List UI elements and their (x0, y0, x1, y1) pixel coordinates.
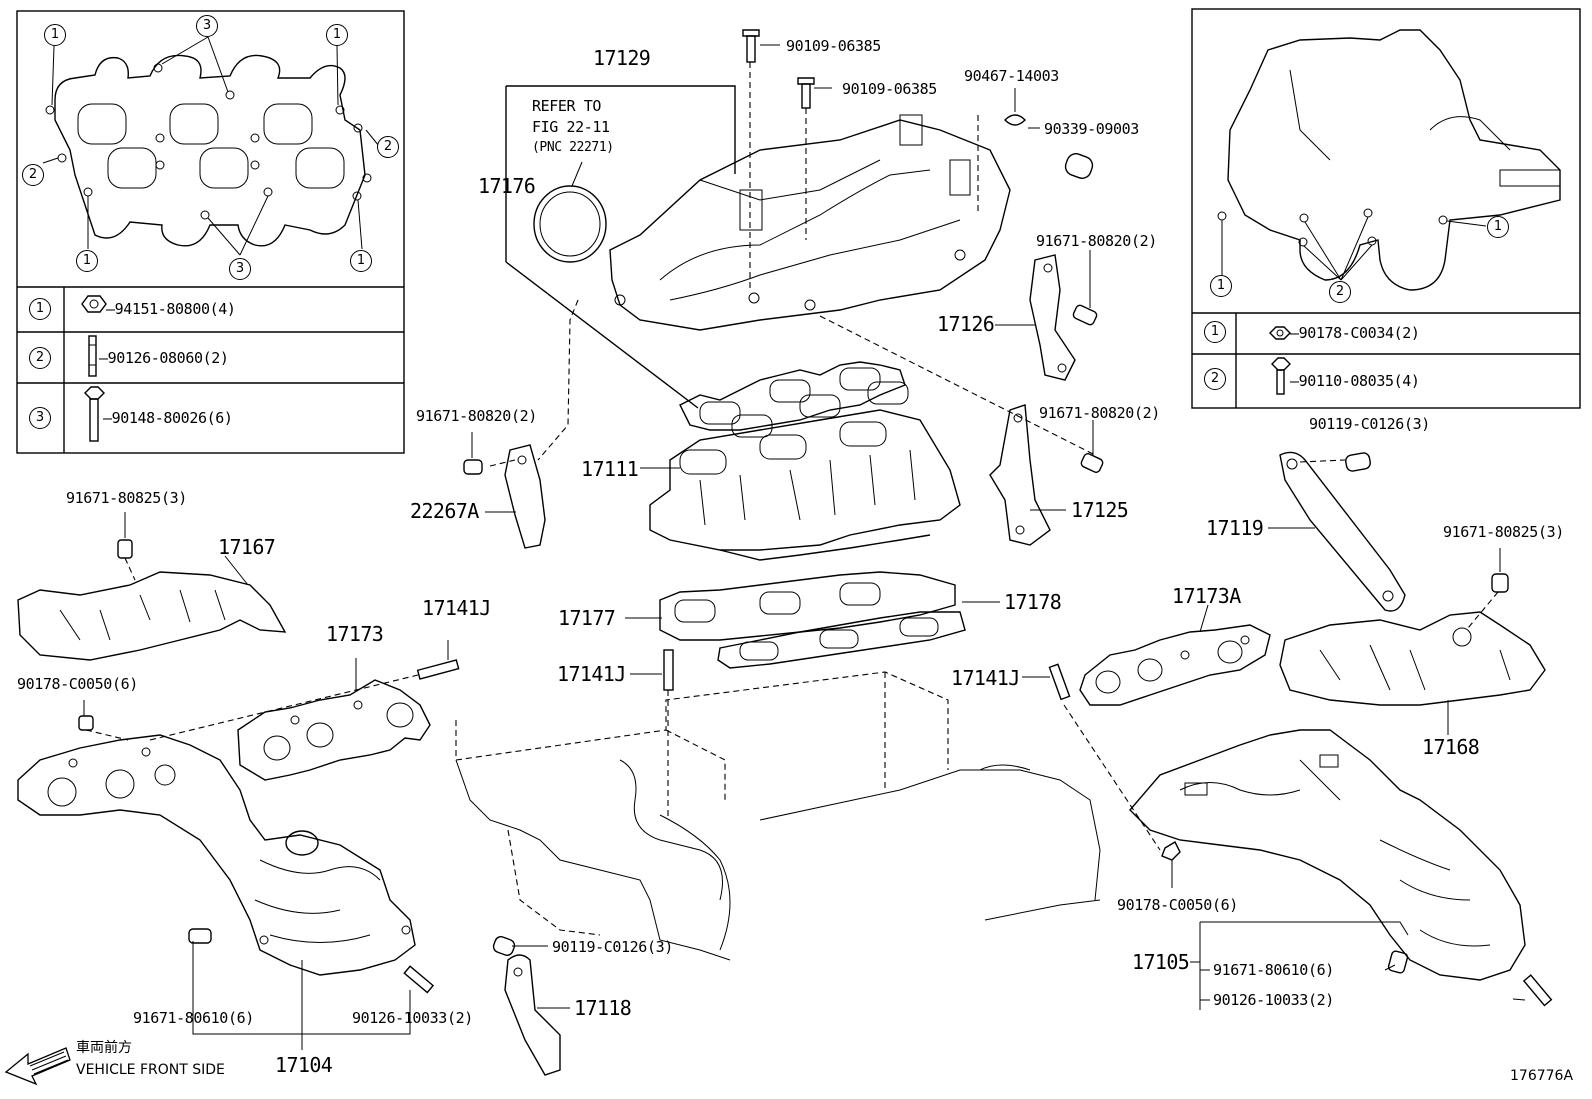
callout-3: 3 (229, 258, 251, 280)
legend-part-text: 90126-08060(2) (107, 349, 229, 367)
callout-1: 1 (326, 24, 348, 46)
part-label-90339-09003[interactable]: 90339-09003 (1044, 120, 1139, 138)
part-label-17141J[interactable]: 17141J (951, 666, 1020, 690)
part-label-91671-80825[interactable]: 91671-80825(3) (1443, 523, 1564, 541)
callout-2: 2 (22, 164, 44, 186)
bracket-17119-drawing (1268, 451, 1406, 612)
reference-note-line1: REFER TO (532, 97, 602, 115)
part-label-17173[interactable]: 17173 (326, 622, 384, 646)
heat-insulator-17167-drawing (17, 512, 287, 661)
part-label-17178[interactable]: 17178 (1004, 590, 1062, 614)
inset-left-legend-icons (81, 295, 107, 442)
inset-left-frame (16, 10, 405, 454)
part-label-17119[interactable]: 17119 (1206, 516, 1264, 540)
legend-part-90110-08035: —90110-08035(4) (1290, 372, 1420, 390)
legend-part-94151-80800: —94151-80800(4) (106, 300, 236, 318)
legend-key-2: 2 (29, 347, 51, 369)
callout-2: 2 (377, 136, 399, 158)
reference-note-line2: FIG 22-11 (532, 118, 610, 136)
inset-right-legend-icons (1269, 326, 1291, 395)
gasket-ring-17176-drawing (533, 161, 607, 263)
bracket-17118-drawing (492, 936, 570, 1076)
reference-note-line3: (PNC 22271) (532, 140, 614, 155)
legend-part-text: 94151-80800(4) (114, 300, 236, 318)
part-label-17167[interactable]: 17167 (218, 535, 276, 559)
inset-right-frame (1191, 8, 1581, 409)
bracket-22267A-drawing (463, 299, 579, 549)
legend-key-3: 3 (29, 407, 51, 429)
front-arrow-icon (4, 1047, 71, 1086)
part-label-90109-06385[interactable]: 90109-06385 (786, 37, 881, 55)
exhaust-gasket-17173-drawing (149, 640, 460, 781)
legend-part-text: 90148-80026(6) (111, 409, 233, 427)
part-label-91671-80820[interactable]: 91671-80820(2) (1039, 404, 1160, 422)
gasket-upper-drawing (679, 361, 909, 438)
part-label-90126-10033[interactable]: 90126-10033(2) (352, 1009, 473, 1027)
part-label-90178-C0050[interactable]: 90178-C0050(6) (17, 675, 138, 693)
legend-part-90148-80026: —90148-80026(6) (103, 409, 233, 427)
front-direction-english: VEHICLE FRONT SIDE (76, 1062, 225, 1078)
bracket-17126-drawing (819, 250, 1098, 456)
part-label-17168[interactable]: 17168 (1422, 735, 1480, 759)
legend-key-2: 2 (1204, 368, 1226, 390)
exhaust-manifold-17105-drawing (1129, 729, 1553, 1010)
part-label-17141J[interactable]: 17141J (557, 662, 626, 686)
part-label-91671-80825[interactable]: 91671-80825(3) (66, 489, 187, 507)
part-label-17118[interactable]: 17118 (574, 996, 632, 1020)
part-label-17105[interactable]: 17105 (1132, 950, 1190, 974)
part-label-17125[interactable]: 17125 (1071, 498, 1129, 522)
heat-insulator-17168-drawing (1279, 548, 1546, 735)
part-label-91671-80610[interactable]: 91671-80610(6) (1213, 961, 1334, 979)
part-label-90126-10033[interactable]: 90126-10033(2) (1213, 991, 1334, 1009)
diagram-id: 176776A (1510, 1068, 1574, 1084)
inset-right-leaders (1221, 216, 1487, 281)
part-label-17126[interactable]: 17126 (937, 312, 995, 336)
part-label-91671-80820[interactable]: 91671-80820(2) (416, 407, 537, 425)
part-label-17111[interactable]: 17111 (581, 457, 639, 481)
part-label-90467-14003[interactable]: 90467-14003 (964, 67, 1059, 85)
exhaust-manifold-17104-drawing (17, 700, 435, 1050)
part-label-17176[interactable]: 17176 (478, 174, 536, 198)
legend-part-text: 90110-08035(4) (1298, 372, 1420, 390)
engine-block-outline (455, 671, 1101, 961)
intake-manifold-17111-drawing (640, 409, 961, 561)
callout-1: 1 (44, 24, 66, 46)
callout-1: 1 (1210, 275, 1232, 297)
part-label-17173A[interactable]: 17173A (1172, 584, 1241, 608)
callout-1: 1 (1487, 216, 1509, 238)
part-label-91671-80610[interactable]: 91671-80610(6) (133, 1009, 254, 1027)
part-label-90178-C0050[interactable]: 90178-C0050(6) (1117, 896, 1238, 914)
legend-part-text: 90178-C0034(2) (1298, 324, 1420, 342)
part-label-17141J[interactable]: 17141J (422, 596, 491, 620)
front-direction-japanese: 車両前方 (76, 1040, 132, 1056)
callout-1: 1 (350, 250, 372, 272)
bolts-top-drawing (742, 29, 1094, 290)
part-label-91671-80820[interactable]: 91671-80820(2) (1036, 232, 1157, 250)
bracket-17125-drawing (989, 404, 1104, 546)
part-label-90119-C0126[interactable]: 90119-C0126(3) (1309, 415, 1430, 433)
legend-part-90178-C0034: —90178-C0034(2) (1290, 324, 1420, 342)
studs-center-drawing (630, 649, 1071, 820)
callout-3: 3 (196, 15, 218, 37)
inset-left-leaders (42, 36, 380, 256)
callout-2: 2 (1329, 281, 1351, 303)
part-label-90119-C0126[interactable]: 90119-C0126(3) (552, 938, 673, 956)
part-label-17129[interactable]: 17129 (593, 46, 651, 70)
exhaust-gasket-17173A-drawing (1063, 604, 1271, 851)
part-label-17104[interactable]: 17104 (275, 1053, 333, 1077)
callout-1: 1 (76, 250, 98, 272)
heat-insulator-inset-drawing (1217, 29, 1561, 291)
intake-gasket-plate-drawing (45, 54, 372, 247)
part-label-90109-06385[interactable]: 90109-06385 (842, 80, 937, 98)
legend-key-1: 1 (1204, 321, 1226, 343)
part-label-22267A[interactable]: 22267A (410, 499, 479, 523)
intake-plenum-drawing (505, 85, 1011, 409)
gaskets-17177-17178-drawing (625, 571, 1000, 669)
part-label-17177[interactable]: 17177 (558, 606, 616, 630)
legend-part-90126-08060: —90126-08060(2) (99, 349, 229, 367)
legend-key-1: 1 (29, 298, 51, 320)
